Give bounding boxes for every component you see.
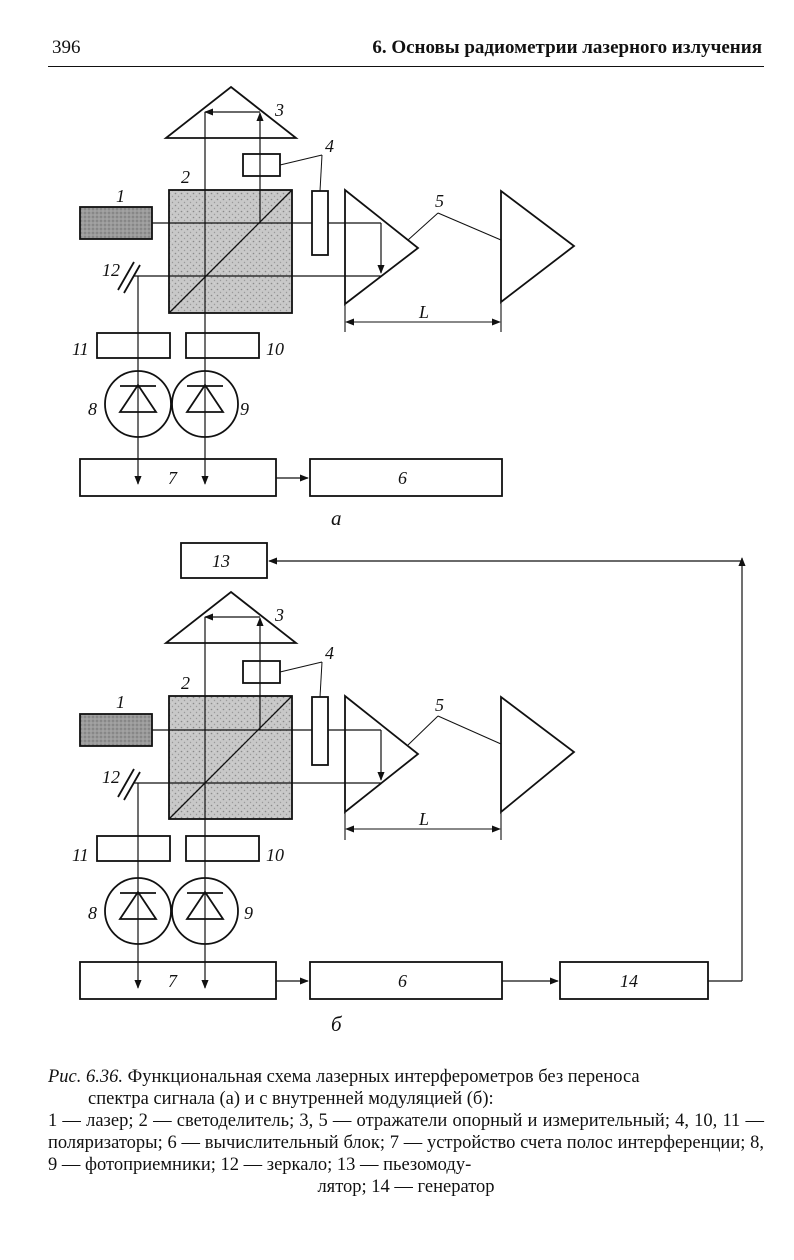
label-12: 12 xyxy=(102,260,120,280)
panel-b xyxy=(79,542,746,1000)
label-L: L xyxy=(418,809,429,829)
label-L: L xyxy=(418,302,429,322)
page-number: 396 xyxy=(52,37,81,58)
caption-figure-number: Рис. 6.36. xyxy=(48,1067,124,1087)
header-rule xyxy=(48,66,764,67)
mirror-12 xyxy=(117,768,135,798)
polarizer-4-side xyxy=(311,696,329,766)
caption-title-line2: спектра сигнала (а) и с внутренней модул… xyxy=(88,1089,494,1109)
label-3: 3 xyxy=(274,605,284,625)
polarizer-10 xyxy=(185,835,260,862)
polarizer-4-top xyxy=(242,660,281,684)
label-7: 7 xyxy=(168,971,178,991)
label-2: 2 xyxy=(181,167,190,187)
label-11: 11 xyxy=(72,339,89,359)
measuring-reflector-near xyxy=(344,188,420,306)
label-9: 9 xyxy=(240,399,249,419)
measuring-reflector-far xyxy=(500,189,576,304)
figure-caption: Рис. 6.36. Функциональная схема лазерных… xyxy=(48,1066,764,1198)
polarizer-11 xyxy=(96,332,171,359)
label-9: 9 xyxy=(244,903,253,923)
mirror-12 xyxy=(117,261,135,291)
label-8: 8 xyxy=(88,903,97,923)
label-3: 3 xyxy=(274,100,284,120)
label-10: 10 xyxy=(266,845,284,865)
computing-block-6 xyxy=(309,458,503,497)
piezomodulator-13 xyxy=(180,542,268,579)
caption-legend-last: лятор; 14 — генератор xyxy=(317,1177,495,1197)
label-14: 14 xyxy=(620,971,638,991)
polarizer-10 xyxy=(185,332,260,359)
polarizer-4-side xyxy=(311,190,329,256)
label-2: 2 xyxy=(181,673,190,693)
panel-b-sublabel: б xyxy=(331,1012,343,1036)
running-title: 6. Основы радиометрии лазерного излучени… xyxy=(372,37,762,58)
fringe-counter-7 xyxy=(79,458,277,497)
label-5: 5 xyxy=(435,695,444,715)
caption-legend: 1 — лазер; 2 — светоделитель; 3, 5 — отр… xyxy=(48,1111,764,1175)
panel-b-labels: 13 1 2 3 4 5 12 L 11 10 8 9 7 6 14 б xyxy=(72,551,638,1036)
label-5: 5 xyxy=(435,191,444,211)
polarizer-4-top xyxy=(242,153,281,177)
polarizer-11 xyxy=(96,835,171,862)
panel-a xyxy=(79,85,576,497)
measuring-reflector-near xyxy=(344,694,420,814)
label-1: 1 xyxy=(116,186,125,206)
measuring-reflector-far xyxy=(500,695,576,814)
label-1: 1 xyxy=(116,692,125,712)
panel-a-sublabel: а xyxy=(331,506,342,530)
label-6: 6 xyxy=(398,468,407,488)
label-10: 10 xyxy=(266,339,284,359)
label-6: 6 xyxy=(398,971,407,991)
label-7: 7 xyxy=(168,468,178,488)
label-8: 8 xyxy=(88,399,97,419)
label-4: 4 xyxy=(325,643,334,663)
label-12: 12 xyxy=(102,767,120,787)
laser xyxy=(79,206,153,240)
fringe-counter-7 xyxy=(79,961,277,1000)
caption-title: Рис. 6.36. Функциональная схема лазерных… xyxy=(48,1066,764,1088)
label-4: 4 xyxy=(325,136,334,156)
label-11: 11 xyxy=(72,845,89,865)
panel-a-labels: 1 2 3 4 5 12 L 11 10 8 9 7 6 а xyxy=(72,100,444,530)
laser xyxy=(79,713,153,747)
label-13: 13 xyxy=(212,551,230,571)
caption-title-line1: Функциональная схема лазерных интерфером… xyxy=(123,1067,640,1087)
